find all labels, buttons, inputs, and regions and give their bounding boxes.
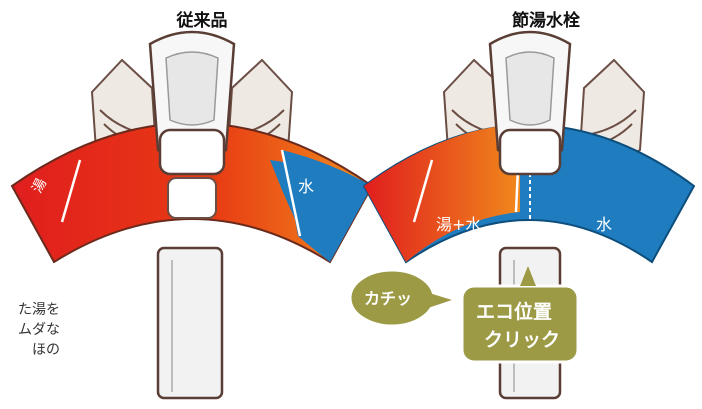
warm-segment-saving: [364, 124, 520, 262]
label-eco-line-1: エコ位置: [476, 300, 552, 323]
divider-hot: [60, 159, 82, 223]
title-conventional: 従来品: [176, 11, 228, 31]
divider-cold: [280, 149, 302, 237]
label-mix-left: 湯+水: [166, 221, 214, 241]
callout-click-sound: [348, 268, 452, 328]
faucet-conventional: [10, 30, 374, 400]
title-saving-faucet: 節湯水栓: [512, 11, 580, 31]
label-cold-right: 水: [596, 215, 612, 234]
label-click-sound: カチッ: [364, 289, 412, 308]
label-cold-left: 水: [298, 177, 314, 196]
side-text-line-1: た湯を: [18, 302, 60, 318]
label-eco-line-2: クリック: [484, 329, 560, 351]
callout-eco-position: [460, 266, 580, 364]
side-text-line-3: ほの: [32, 342, 60, 358]
spout-conventional: [156, 246, 224, 400]
cold-segment-conventional: [282, 150, 372, 262]
label-mix-right: 湯+水: [436, 215, 481, 234]
side-text-line-2: ムダな: [18, 322, 60, 338]
